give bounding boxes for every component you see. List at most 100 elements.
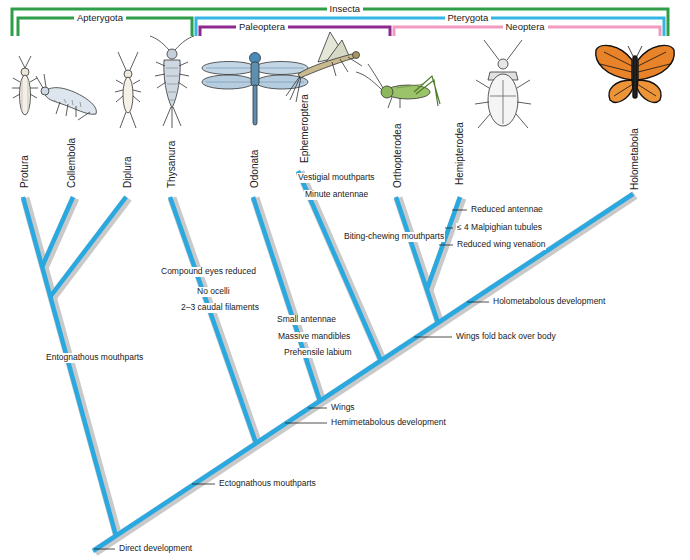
holometabola-figure <box>596 45 632 80</box>
ephemeroptera-figure <box>286 32 362 102</box>
orthopterodea-figure <box>356 64 440 108</box>
tree-branch <box>23 197 116 536</box>
taxon-name: Hemipterodea <box>454 122 466 185</box>
thysanura-figure <box>164 60 180 108</box>
protura-figure <box>19 56 31 68</box>
hemipterodea-figure <box>498 59 508 69</box>
tree-branch <box>23 171 633 551</box>
tree-branch <box>50 197 126 297</box>
taxon-name: Collembola <box>66 138 78 188</box>
insect-illustration <box>12 32 674 128</box>
taxon-name: Protura <box>19 155 31 188</box>
trait-label: Ectognathous mouthparts <box>218 479 317 489</box>
group-bracket <box>196 18 664 36</box>
hemipterodea-figure <box>475 80 531 128</box>
tree-branch <box>170 197 256 443</box>
trait-label: 2–3 caudal filaments <box>180 303 260 313</box>
ephemeroptera-figure <box>332 57 362 76</box>
leader-line <box>445 228 453 229</box>
tree-branch-shadow <box>25 172 635 552</box>
diplura-figure <box>115 52 141 128</box>
tree-branch <box>253 197 320 401</box>
collembola-figure <box>44 88 96 115</box>
leader-line <box>308 408 327 409</box>
tree-branch <box>93 194 633 551</box>
taxon-name: Thysanura <box>166 141 178 188</box>
taxon-name: Diplura <box>122 156 134 188</box>
collembola-figure <box>41 87 49 95</box>
trait-label: Minute antennae <box>304 190 369 200</box>
leader-line <box>452 210 467 211</box>
group-name: Apterygota <box>74 13 126 24</box>
protura-figure <box>12 56 38 115</box>
hemipterodea-figure <box>484 40 522 60</box>
group-bracket <box>200 27 390 36</box>
thysanura-figure <box>163 107 181 128</box>
trait-label: Compound eyes reduced <box>160 267 257 277</box>
ephemeroptera-figure <box>286 76 301 102</box>
leader-line <box>285 423 327 424</box>
hemipterodea-figure <box>488 74 518 126</box>
holometabola-figure <box>633 56 637 98</box>
trait-label: Direct development <box>118 544 193 554</box>
trait-label: Wings fold back over body <box>455 332 557 342</box>
orthopterodea-figure <box>356 64 383 90</box>
collembola-figure <box>36 74 46 88</box>
taxon-name: Ephemeroptera <box>299 94 311 163</box>
trait-label: No ocelli <box>196 287 231 297</box>
diplura-figure <box>120 112 136 128</box>
holometabola-figure <box>628 46 642 56</box>
group-name: Neoptera <box>503 22 548 33</box>
taxon-name: Holometabola <box>629 128 641 190</box>
trait-label: Wings <box>330 403 356 413</box>
leader-line <box>94 210 489 549</box>
protura-figure <box>20 75 31 115</box>
diplura-figure <box>123 77 133 113</box>
protura-figure <box>22 80 28 112</box>
trait-label: Small antennae <box>276 315 337 325</box>
ephemeroptera-figure <box>298 54 356 78</box>
hemipterodea-figure <box>475 40 531 128</box>
protura-figure <box>12 78 38 98</box>
holometabola-figure <box>638 45 674 80</box>
collembola-figure <box>54 99 81 107</box>
orthopterodea-figure <box>388 97 400 108</box>
trait-label: Entognathous mouthparts <box>45 353 144 363</box>
trait-label: ≤ 4 Malpighian tubules <box>456 223 543 233</box>
leader-line <box>192 484 215 485</box>
holometabola-figure <box>596 45 674 102</box>
orthopterodea-figure <box>381 86 393 98</box>
odonata-figure <box>253 85 257 125</box>
leader-line <box>414 337 452 338</box>
leader-line <box>439 245 453 246</box>
group-name: Pterygota <box>445 13 492 24</box>
tree-branch <box>396 197 438 323</box>
trait-label: Vestigial mouthparts <box>297 173 376 183</box>
diplura-figure <box>118 52 138 70</box>
hemipterodea-figure <box>490 80 516 124</box>
leader-line <box>94 549 115 550</box>
trait-label: Reduced wing venation <box>456 240 546 250</box>
collembola-figure <box>36 74 96 120</box>
tree-branch <box>42 197 73 267</box>
ephemeroptera-figure <box>353 52 360 59</box>
thysanura-figure <box>150 36 194 128</box>
odonata-figure <box>202 53 308 126</box>
thysanura-figure <box>167 49 177 59</box>
orthopterodea-figure <box>414 76 440 106</box>
taxon-name: Orthopterodea <box>392 124 404 189</box>
taxon-name: Odonata <box>249 150 261 188</box>
diplura-figure <box>115 80 141 102</box>
group-name: Paleoptera <box>236 22 288 33</box>
thysanura-figure <box>150 36 194 50</box>
trait-label: Holometabolous development <box>492 297 606 307</box>
odonata-figure <box>251 62 259 86</box>
trait-label: Massive mandibles <box>277 332 351 342</box>
trait-label: Prehensile labium <box>283 348 353 358</box>
trait-label: Biting-chewing mouthparts <box>343 232 445 242</box>
trait-label: Hemimetabolous development <box>330 418 447 428</box>
trait-label: Reduced antennae <box>470 205 544 215</box>
thysanura-figure <box>166 68 179 100</box>
